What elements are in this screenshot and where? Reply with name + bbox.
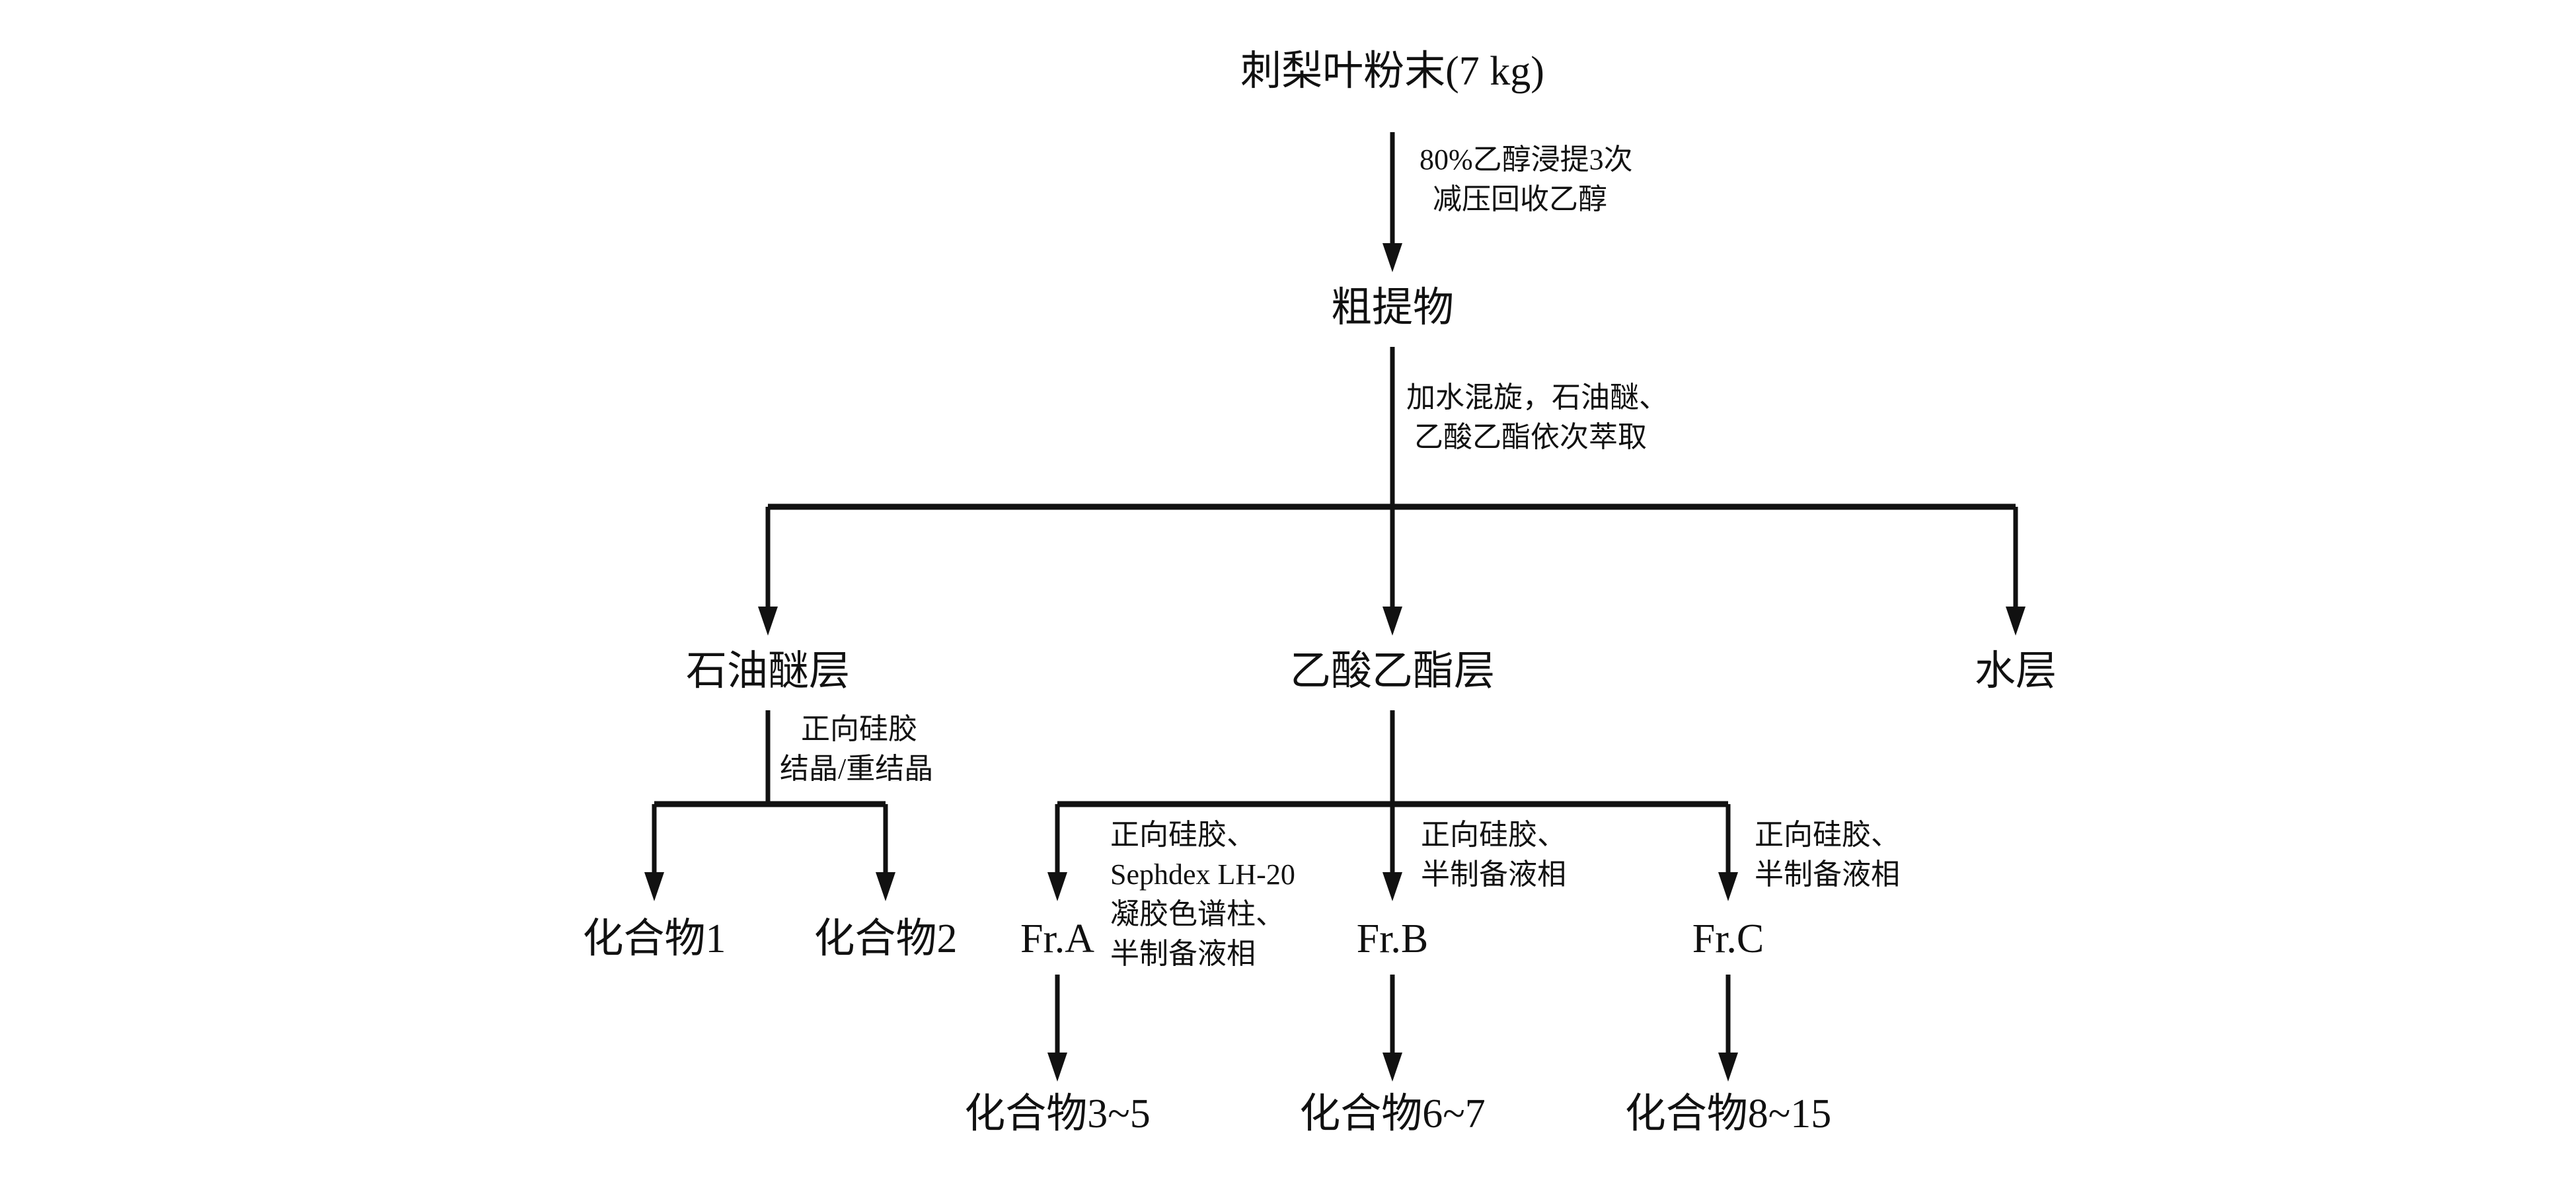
arrowhead <box>1718 872 1738 901</box>
connectors <box>644 132 2026 1082</box>
annotation-extraction: 80%乙醇浸提3次 <box>1420 143 1633 176</box>
annotation-partition: 乙酸乙酯依次萃取 <box>1414 421 1647 453</box>
arrowhead <box>1383 872 1402 901</box>
node-root: 刺梨叶粉末(7 kg) <box>1240 49 1544 94</box>
node-pe-layer: 石油醚层 <box>686 649 850 694</box>
arrowhead <box>1383 607 1402 636</box>
node-crude-extract: 粗提物 <box>1331 285 1454 330</box>
node-fr-b: Fr.B <box>1357 916 1429 961</box>
annotation-fr-c-separation: 正向硅胶、 <box>1755 819 1900 851</box>
annotation-partition: 加水混旋，石油醚、 <box>1406 381 1668 414</box>
node-ea-layer: 乙酸乙酯层 <box>1290 649 1495 694</box>
annotation-pe-separation: 结晶/重结晶 <box>780 753 933 785</box>
annotation-fr-a-separation: 凝胶色谱柱、 <box>1110 898 1285 930</box>
arrowhead <box>1047 872 1067 901</box>
arrowhead <box>644 872 664 901</box>
arrowhead <box>1383 1053 1402 1082</box>
node-compounds-8-15: 化合物8~15 <box>1625 1092 1832 1136</box>
arrowhead <box>1047 1053 1067 1082</box>
annotation-extraction: 减压回收乙醇 <box>1433 183 1607 215</box>
annotation-fr-a-separation: 半制备液相 <box>1110 938 1256 970</box>
annotation-fr-c-separation: 半制备液相 <box>1755 858 1900 891</box>
arrowhead <box>1718 1053 1738 1082</box>
arrowhead <box>2006 607 2026 636</box>
annotations: 80%乙醇浸提3次 减压回收乙醇 加水混旋，石油醚、 乙酸乙酯依次萃取 正向硅胶… <box>780 143 1900 970</box>
node-compound1: 化合物1 <box>582 916 726 961</box>
node-compounds-6-7: 化合物6~7 <box>1299 1092 1486 1136</box>
arrowhead <box>876 872 895 901</box>
node-water-layer: 水层 <box>1975 649 2057 694</box>
node-compounds-3-5: 化合物3~5 <box>964 1092 1151 1136</box>
node-fr-c: Fr.C <box>1692 916 1764 961</box>
annotation-fr-a-separation: 正向硅胶、 <box>1110 819 1256 851</box>
node-compound2: 化合物2 <box>814 916 957 961</box>
annotation-pe-separation: 正向硅胶 <box>801 713 917 745</box>
annotation-fr-b-separation: 正向硅胶、 <box>1421 819 1566 851</box>
nodes: 刺梨叶粉末(7 kg) 粗提物 石油醚层 乙酸乙酯层 水层 化合物1 化合物2 … <box>582 49 2057 1136</box>
node-fr-a: Fr.A <box>1020 916 1094 961</box>
arrowhead <box>1383 243 1402 272</box>
annotation-fr-b-separation: 半制备液相 <box>1421 858 1566 891</box>
arrowhead <box>758 607 778 636</box>
annotation-fr-a-separation: Sephdex LH-20 <box>1110 858 1295 891</box>
